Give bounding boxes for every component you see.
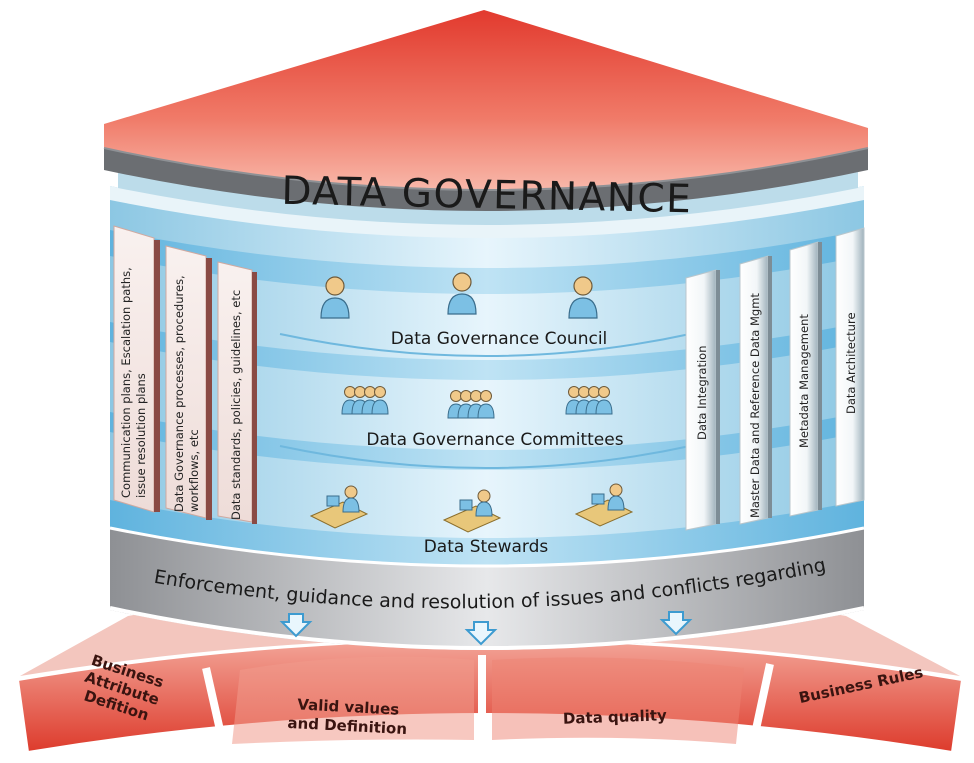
right-column-label: Data Integration: [695, 346, 709, 440]
svg-text:Data quality: Data quality: [563, 706, 668, 728]
right-column-label: Metadata Management: [797, 314, 811, 448]
left-pillars: Communication plans, Escalation paths, i…: [113, 225, 257, 524]
page-title: DATA GOVERNANCE: [281, 169, 693, 223]
svg-text:Valid values: Valid values: [297, 695, 400, 718]
tier-band: [110, 412, 864, 470]
group-icon: [447, 390, 495, 419]
left-column-label: Data standards, policies, guidelines, et…: [229, 290, 243, 520]
committee-icons: [341, 386, 613, 419]
steward-icons: [309, 483, 634, 533]
group-icon: [565, 386, 613, 415]
base-section-data-quality: Data quality: [563, 706, 668, 728]
tier-band: [110, 230, 864, 294]
tier-label-council: Data Governance Council: [391, 329, 608, 349]
tier-label-stewards: Data Stewards: [424, 537, 549, 557]
down-arrow-icon: [464, 621, 498, 646]
enforcement-band: Enforcement, guidance and resolution of …: [109, 528, 865, 650]
group-icon: [341, 386, 389, 415]
cylinder-body: [109, 186, 865, 568]
right-column-label: Master Data and Reference Data Mgmt: [748, 293, 762, 518]
person-icon: [320, 276, 350, 319]
right-column-label: Data Architecture: [844, 312, 858, 414]
council-icons: [320, 272, 598, 319]
left-column-label: Data Governance processes, procedures,: [172, 275, 186, 512]
desk-worker-icon: [574, 483, 634, 527]
base-section-valid-values: Valid values and Definition: [287, 695, 407, 738]
tier-label-committees: Data Governance Committees: [366, 430, 623, 450]
down-arrow-icon: [659, 611, 693, 636]
left-column-label: issue resolution plans: [134, 373, 148, 498]
down-arrow-icon: [279, 613, 313, 638]
tier-band: [110, 322, 864, 380]
left-column-label: Communication plans, Escalation paths,: [119, 267, 133, 498]
right-pillars: Data Integration Master Data and Referen…: [685, 227, 865, 531]
desk-worker-icon: [442, 489, 502, 533]
tier-band: [110, 500, 864, 566]
left-column-label: workflows, etc: [187, 429, 201, 512]
person-icon: [447, 272, 477, 315]
roof: DATA GOVERNANCE: [103, 10, 869, 238]
person-icon: [568, 276, 598, 319]
desk-worker-icon: [309, 485, 369, 529]
